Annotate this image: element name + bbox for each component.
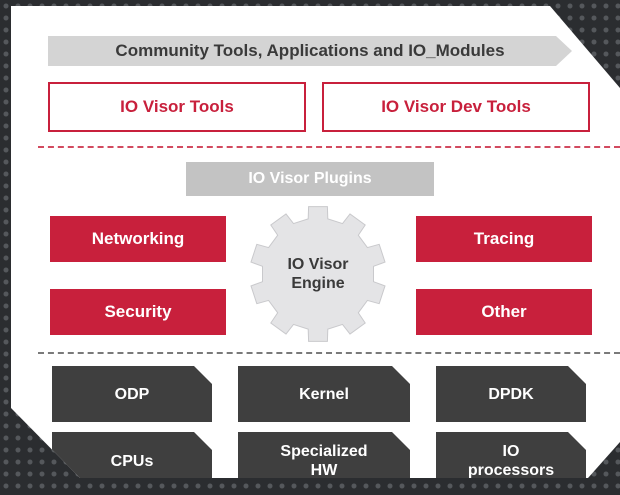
io-visor-engine-label: IO Visor Engine	[248, 204, 388, 344]
kernel-box: Kernel	[238, 366, 410, 422]
io-visor-dev-tools-box: IO Visor Dev Tools	[322, 82, 590, 132]
lower-dashed-divider	[38, 352, 620, 354]
dpdk-box: DPDK	[436, 366, 586, 422]
upper-dashed-divider	[38, 146, 620, 148]
tracing-label: Tracing	[473, 229, 535, 248]
engine-label-line1: IO Visor	[287, 256, 349, 273]
community-tools-label: Community Tools, Applications and IO_Mod…	[115, 41, 505, 60]
security-label: Security	[104, 302, 172, 321]
other-label: Other	[481, 302, 527, 321]
gear-icon	[250, 206, 386, 342]
tracing-box: Tracing	[416, 216, 592, 262]
dpdk-label: DPDK	[488, 385, 534, 403]
networking-label: Networking	[91, 229, 185, 248]
specialized-hw-box: Specialized HW	[238, 432, 410, 478]
specialized-hw-label-line1: Specialized	[280, 443, 368, 460]
kernel-label: Kernel	[299, 385, 349, 403]
io-processors-label-line1: IO	[502, 443, 520, 460]
io-visor-tools-box: IO Visor Tools	[48, 82, 306, 132]
io-processors-label-line2: processors	[467, 462, 555, 479]
engine-label-line2: Engine	[291, 275, 345, 292]
io-visor-tools-label: IO Visor Tools	[120, 97, 234, 116]
odp-label: ODP	[114, 385, 150, 403]
security-box: Security	[50, 289, 226, 335]
community-tools-bar: Community Tools, Applications and IO_Mod…	[48, 36, 572, 66]
io-visor-dev-tools-label: IO Visor Dev Tools	[381, 97, 531, 116]
odp-box: ODP	[52, 366, 212, 422]
cpus-label: CPUs	[110, 453, 154, 470]
networking-box: Networking	[50, 216, 226, 262]
io-processors-box: IO processors	[436, 432, 586, 478]
specialized-hw-label-line2: HW	[310, 462, 338, 479]
io-visor-plugins-bar: IO Visor Plugins	[186, 162, 434, 196]
io-visor-plugins-label: IO Visor Plugins	[248, 170, 372, 187]
other-box: Other	[416, 289, 592, 335]
gear-body	[250, 206, 386, 342]
io-visor-engine-gear: IO Visor Engine	[248, 204, 388, 344]
cpus-box: CPUs	[52, 432, 212, 478]
